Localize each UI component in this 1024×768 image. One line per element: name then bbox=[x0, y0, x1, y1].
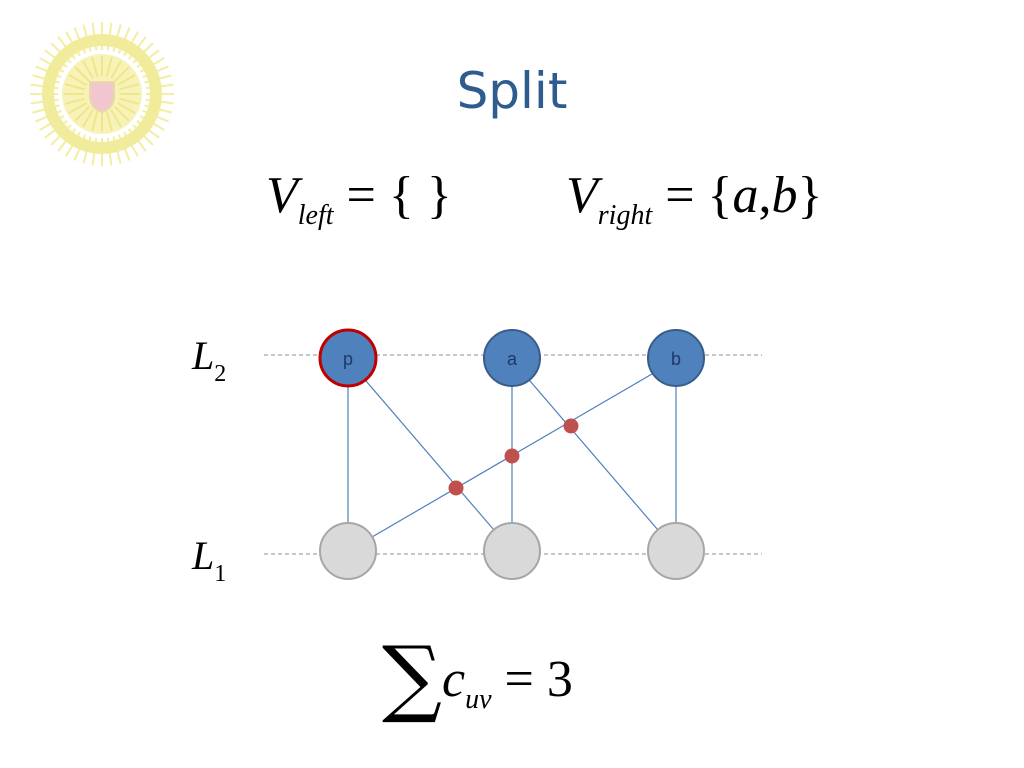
eq-right-comma: , bbox=[758, 167, 772, 224]
equation-v-left: Vleft = { } bbox=[266, 166, 452, 231]
node-p bbox=[318, 328, 378, 388]
crossing-points bbox=[448, 418, 579, 496]
logo-inner-ray bbox=[65, 83, 85, 91]
logo-inner-ray bbox=[110, 60, 122, 79]
layer-label-l2: L2 bbox=[192, 332, 226, 387]
sum-symbol: ∑ bbox=[382, 628, 442, 726]
logo-inner-ray bbox=[117, 102, 136, 114]
logo-inner-ray bbox=[68, 74, 87, 86]
crossing-point-3 bbox=[563, 418, 579, 434]
eq-right-var: V bbox=[566, 167, 598, 224]
bottom-node-2 bbox=[483, 522, 541, 580]
logo-inner-ray bbox=[119, 97, 139, 105]
edge-p-bottom2 bbox=[347, 359, 513, 552]
node-b bbox=[647, 329, 705, 387]
crossing-point-1 bbox=[448, 480, 464, 496]
layer-l1-index: 1 bbox=[214, 561, 227, 587]
logo-inner-ray bbox=[110, 109, 122, 128]
eq-left-var: V bbox=[266, 167, 298, 224]
node-a bbox=[483, 329, 541, 387]
logo-inner-ray bbox=[91, 57, 99, 77]
layer-l2-index: 2 bbox=[214, 361, 227, 387]
top-nodes: p a b bbox=[318, 328, 705, 388]
node-p-label: p bbox=[343, 349, 353, 369]
sum-sub: uv bbox=[465, 684, 492, 715]
slide-title: Split bbox=[456, 62, 568, 120]
layer-l2-name: L bbox=[192, 333, 215, 378]
bottom-node-1 bbox=[319, 522, 377, 580]
edge-a-bottom3 bbox=[511, 359, 677, 552]
node-a-label: a bbox=[507, 349, 518, 369]
university-seal-logo bbox=[30, 22, 174, 166]
logo-inner-ray bbox=[74, 66, 90, 82]
logo-inner-ray bbox=[65, 97, 85, 105]
logo-inner-ray bbox=[105, 57, 113, 77]
logo-inner-ray bbox=[82, 60, 94, 79]
logo-inner-ray bbox=[119, 83, 139, 91]
eq-right-open: = { bbox=[665, 167, 733, 224]
logo-inner-ray bbox=[74, 106, 90, 122]
crossing-sum-equation: ∑cuv = 3 bbox=[382, 618, 573, 726]
eq-right-sub: right bbox=[597, 200, 653, 231]
eq-right-b: b bbox=[771, 167, 798, 224]
layer-label-l1: L1 bbox=[192, 532, 226, 587]
logo-inner-ray bbox=[114, 106, 130, 122]
logo-inner-ray bbox=[114, 66, 130, 82]
sum-var: c bbox=[441, 651, 466, 708]
logo-inner-ray bbox=[117, 74, 136, 86]
bottom-nodes bbox=[319, 522, 705, 580]
logo-inner-ray bbox=[68, 102, 87, 114]
layer-l1-name: L bbox=[192, 533, 215, 578]
node-b-label: b bbox=[671, 349, 681, 369]
logo-inner-ray bbox=[105, 111, 113, 131]
equation-v-right: Vright = {a,b} bbox=[566, 166, 823, 231]
bottom-node-3 bbox=[647, 522, 705, 580]
eq-right-a: a bbox=[732, 167, 759, 224]
crossing-point-2 bbox=[504, 448, 520, 464]
logo-inner-ray bbox=[91, 111, 99, 131]
sum-rhs: = 3 bbox=[504, 651, 573, 708]
eq-right-close: } bbox=[797, 167, 823, 224]
eq-left-sub: left bbox=[297, 200, 334, 231]
logo-inner-ray bbox=[82, 109, 94, 128]
eq-left-rhs: = { } bbox=[346, 167, 452, 224]
